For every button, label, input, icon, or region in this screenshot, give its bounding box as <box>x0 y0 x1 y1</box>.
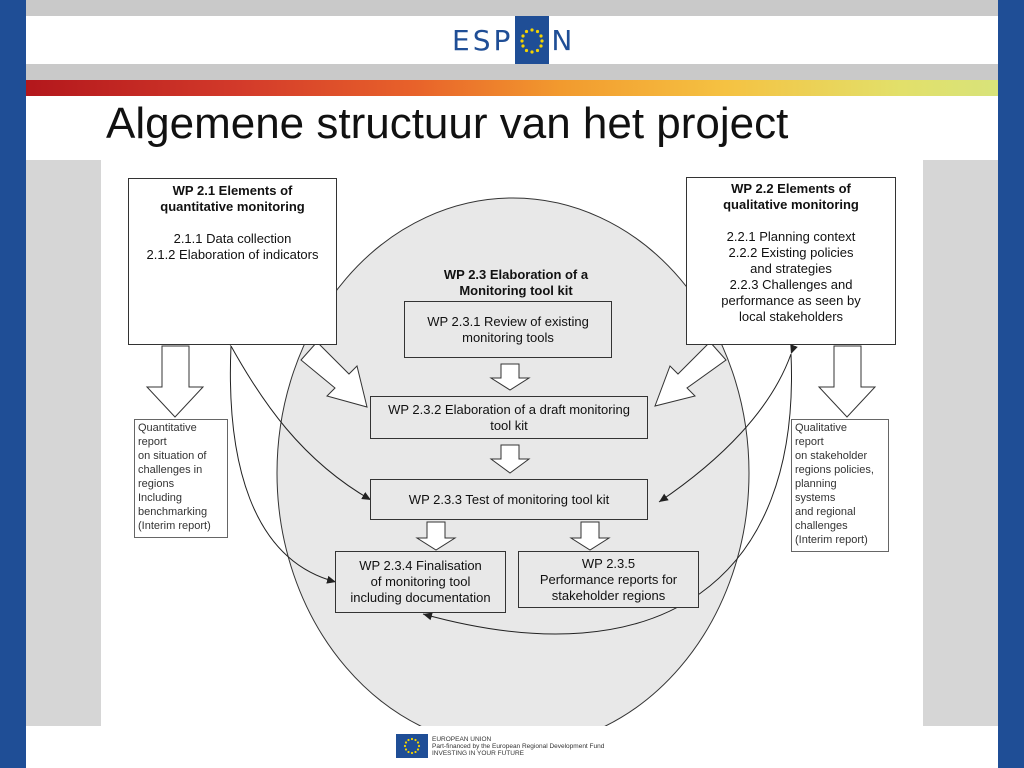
right-side-bar <box>998 0 1024 768</box>
arrow-down-left <box>145 345 205 418</box>
wp22-box: WP 2.2 Elements of qualitative monitorin… <box>686 177 896 345</box>
project-structure-diagram: WP 2.1 Elements of quantitative monitori… <box>101 160 923 726</box>
wp23-title: WP 2.3 Elaboration of a Monitoring tool … <box>443 267 589 298</box>
arrow-233-235 <box>569 521 611 551</box>
link-wp21-wp233 <box>223 336 372 501</box>
left-side-bar <box>0 0 26 768</box>
eu-stars-icon <box>515 16 550 64</box>
footer-line-2: Part-financed by the European Regional D… <box>432 742 605 750</box>
wp234-box: WP 2.3.4 Finalisation of monitoring tool… <box>335 551 506 613</box>
wp233-box: WP 2.3.3 Test of monitoring tool kit <box>370 479 648 520</box>
espon-logo: ESP N <box>452 16 575 64</box>
footer-text: EUROPEAN UNION Part-financed by the Euro… <box>432 736 604 757</box>
link-wp22-wp233 <box>658 344 798 503</box>
wp21-title: WP 2.1 Elements of quantitative monitori… <box>160 183 305 214</box>
logo-text-left: ESP <box>452 23 514 57</box>
arrow-down-right <box>817 345 877 418</box>
wp232-box: WP 2.3.2 Elaboration of a draft monitori… <box>370 396 648 439</box>
quantitative-report: Quantitative report on situation of chal… <box>134 419 228 538</box>
wp21-items: 2.1.1 Data collection 2.1.2 Elaboration … <box>146 231 319 262</box>
map-color-band <box>26 80 998 96</box>
footer-line-1: EUROPEAN UNION <box>432 735 492 743</box>
footer-line-3: INVESTING IN YOUR FUTURE <box>432 749 524 757</box>
link-wp22-wp234 <box>422 353 792 635</box>
logo-text-right: N <box>551 23 576 57</box>
arrow-231-232 <box>489 363 531 391</box>
arrow-233-234 <box>415 521 457 551</box>
wp21-box: WP 2.1 Elements of quantitative monitori… <box>128 178 337 345</box>
wp235-box: WP 2.3.5 Performance reports for stakeho… <box>518 551 699 608</box>
link-wp21-wp234 <box>229 345 337 584</box>
wp22-items: 2.2.1 Planning context 2.2.2 Existing po… <box>721 229 861 324</box>
gray-band <box>26 64 998 80</box>
top-strip <box>26 0 998 16</box>
arrow-232-233 <box>489 444 531 474</box>
eu-footer: EUROPEAN UNION Part-financed by the Euro… <box>396 734 604 758</box>
slide-title: Algemene structuur van het project <box>106 99 789 148</box>
eu-flag-icon <box>396 734 428 758</box>
wp231-box: WP 2.3.1 Review of existing monitoring t… <box>404 301 612 358</box>
wp22-title: WP 2.2 Elements of qualitative monitorin… <box>723 181 859 212</box>
qualitative-report: Qualitative report on stakeholder region… <box>791 419 889 552</box>
